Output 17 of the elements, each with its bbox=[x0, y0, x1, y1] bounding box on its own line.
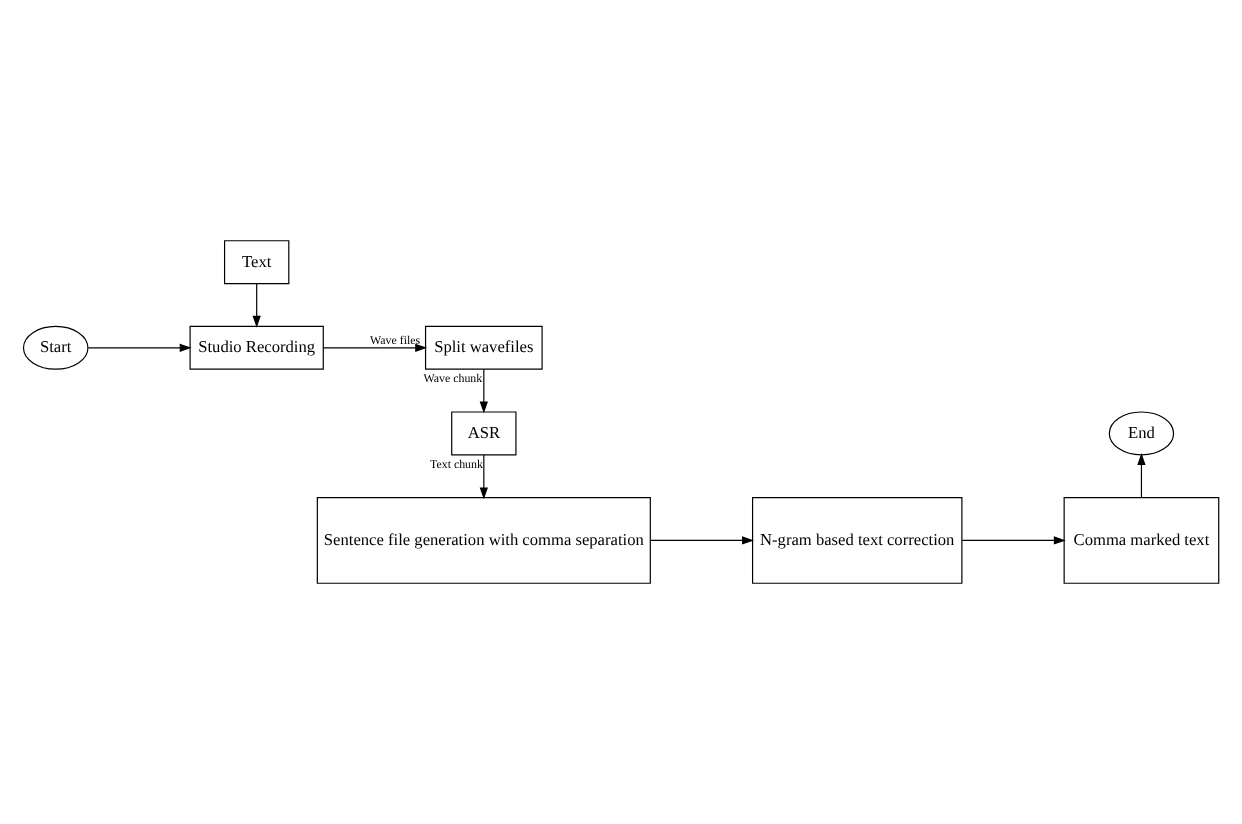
arrow bbox=[961, 536, 1066, 545]
arrow bbox=[252, 283, 261, 328]
node-box: Split wavefiles bbox=[424, 325, 543, 370]
node-box: Text bbox=[224, 240, 290, 285]
arrow bbox=[479, 368, 488, 414]
arrow bbox=[322, 343, 428, 352]
node-box: N-gram based text correction bbox=[752, 497, 963, 584]
arrow bbox=[649, 536, 754, 545]
arrow bbox=[1137, 453, 1146, 499]
node-box: Studio Recording bbox=[189, 325, 324, 370]
node-box: Sentence file generation with comma separation bbox=[316, 497, 651, 584]
node-box: Comma marked text bbox=[1063, 497, 1220, 584]
node-box: ASR bbox=[451, 411, 517, 456]
arrow bbox=[87, 343, 192, 352]
arrow bbox=[479, 454, 488, 500]
node-ellipse: Start bbox=[22, 325, 89, 370]
node-ellipse: End bbox=[1108, 411, 1175, 456]
